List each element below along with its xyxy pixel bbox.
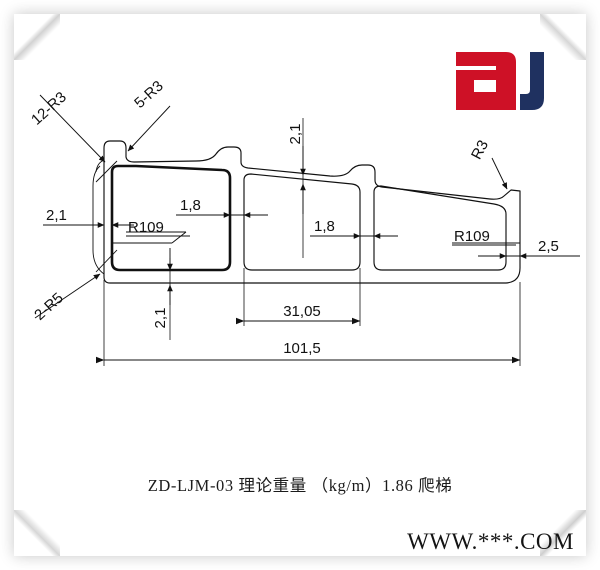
profile-outer-boundary <box>103 140 521 284</box>
leader-12r3 <box>39 94 106 163</box>
profile-inner-boundary <box>111 165 231 271</box>
logo-red-mark <box>456 52 516 110</box>
highlighted-chamber-1 <box>110 164 232 272</box>
callout-leaders <box>34 94 508 319</box>
dim-label-span-inner: 31,05 <box>283 303 321 320</box>
profile-outline <box>103 140 521 284</box>
dimension-lines <box>43 118 580 366</box>
dim-label-rib-2: 1,8 <box>314 218 335 235</box>
leader-2r5 <box>34 273 101 319</box>
dim-label-radius-2: R109 <box>454 228 490 245</box>
fillet-detail-lines <box>92 159 118 275</box>
dim-r109-left <box>112 231 187 244</box>
annotation-2-R5: 2-R5 <box>31 289 67 323</box>
dim-label-radius-1: R109 <box>128 219 164 236</box>
logo-navy-j <box>520 52 544 110</box>
dimension-texts: 12-R3 5-R3 R3 2-R5 2,1 2,1 2,1 1,8 1,8 R… <box>28 77 559 357</box>
dim-label-span-total: 101,5 <box>283 340 321 357</box>
dim-span-total <box>95 280 521 366</box>
dim-rib-1 <box>176 176 268 262</box>
dim-span-inner <box>235 268 361 326</box>
annotation-5-R3: 5-R3 <box>131 77 167 111</box>
dim-label-wall-top: 2,1 <box>287 124 304 145</box>
dim-label-wall-bottom: 2,1 <box>152 308 169 329</box>
dim-label-wall-right: 2,5 <box>538 238 559 255</box>
company-logo <box>456 52 544 110</box>
dim-label-rib-1: 1,8 <box>180 197 201 214</box>
leader-5r3 <box>127 105 171 152</box>
leader-r3-right <box>491 157 508 190</box>
drawing-caption: ZD-LJM-03 理论重量 （kg/m）1.86 爬梯 <box>147 476 453 495</box>
annotation-12-R3: 12-R3 <box>28 89 70 129</box>
chamber-3-cavity <box>373 185 507 271</box>
dim-label-wall-left: 2,1 <box>46 207 67 224</box>
site-watermark: WWW.***.COM <box>407 529 574 554</box>
chamber-2-cavity <box>243 173 361 271</box>
annotation-R3-right: R3 <box>468 137 492 162</box>
